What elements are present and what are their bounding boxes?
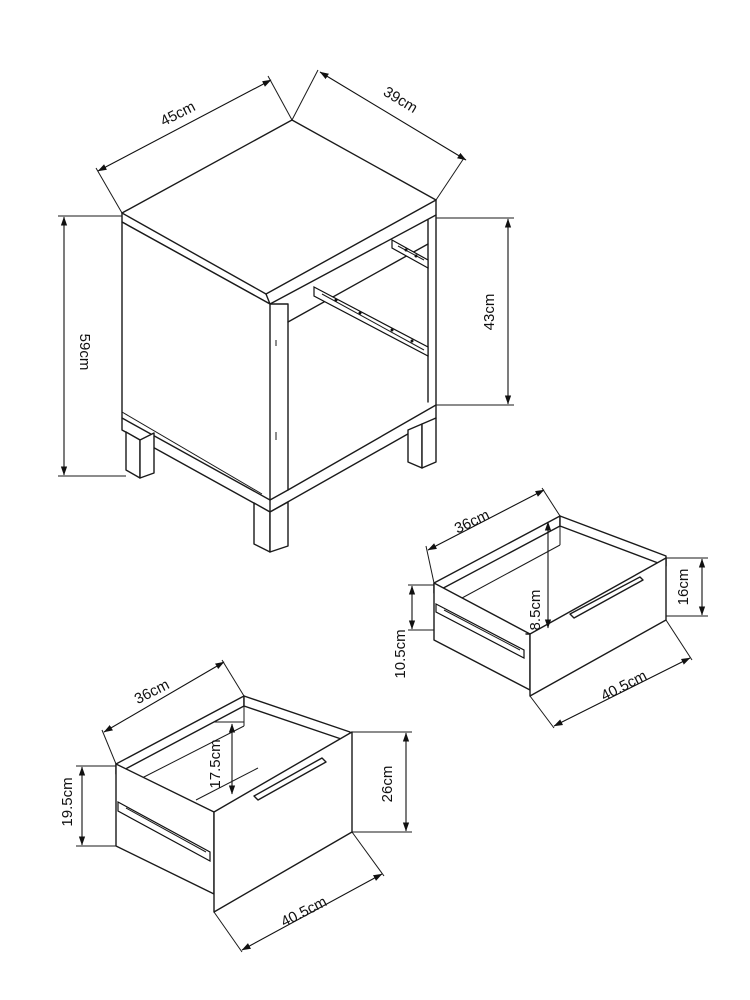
- cabinet-width-label: 45cm: [158, 98, 198, 130]
- small-drawer-width-label: 36cm: [452, 506, 492, 537]
- drawer-slide-upper: [391, 238, 429, 270]
- dim-line-depth: [319, 71, 467, 161]
- small-drawer-slide: [435, 603, 525, 659]
- cabinet-height-label: 59cm: [76, 334, 93, 371]
- small-drawer-side-height-label: 10.5cm: [392, 629, 409, 678]
- cabinet-opening-label: 43cm: [481, 294, 498, 331]
- small-drawer-handle: [569, 576, 644, 619]
- large-drawer-inner-height-label: 17.5cm: [207, 739, 224, 788]
- large-drawer-handle: [253, 757, 327, 801]
- small-drawer-depth-label: 40.5cm: [598, 667, 650, 704]
- large-drawer-front-height-label: 26cm: [379, 766, 396, 803]
- cabinet-drawing: [121, 119, 437, 553]
- small-drawer-drawing: [433, 515, 667, 697]
- drawer-slide-lower: [313, 286, 429, 357]
- dim-line-width: [97, 79, 272, 172]
- leg-front: [253, 502, 271, 553]
- large-drawer-drawing: [115, 695, 353, 913]
- leg-right: [407, 423, 423, 469]
- large-drawer-slide: [117, 800, 211, 863]
- large-drawer-depth-label: 40.5cm: [278, 893, 330, 930]
- leg-front-left: [125, 431, 141, 479]
- large-drawer-side-height-label: 19.5cm: [59, 777, 76, 826]
- small-drawer-front-height-label: 16cm: [675, 569, 692, 606]
- large-drawer-width-label: 36cm: [132, 676, 172, 708]
- large-drawer-front: [213, 731, 353, 913]
- small-drawer-inner-height-label: 8.5cm: [527, 590, 544, 631]
